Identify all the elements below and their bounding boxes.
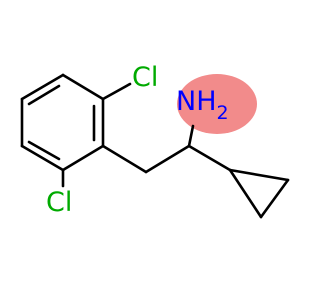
bond-ch-to-cyclopropyl [187, 144, 232, 172]
bond-ch-to-amine [187, 124, 195, 148]
chlorine-bottom-label: Cl [46, 187, 72, 218]
amine-subscript: 2 [217, 102, 229, 124]
cyclopropyl-ring [228, 168, 290, 219]
benzene-ring [20, 73, 105, 172]
bond-ring-to-cl-top [101, 82, 132, 101]
bond-ch2-to-ch [144, 144, 191, 174]
chlorine-top-label: Cl [132, 62, 158, 93]
bond-ring-to-ch2 [101, 144, 148, 174]
amine-highlight [177, 74, 257, 134]
molecule-drawing: Cl Cl NH2 [20, 62, 290, 219]
amine-main-text: NH [176, 86, 217, 117]
structure-canvas: Cl Cl NH2 [20, 62, 290, 219]
amine-label: NH2 [176, 86, 229, 124]
